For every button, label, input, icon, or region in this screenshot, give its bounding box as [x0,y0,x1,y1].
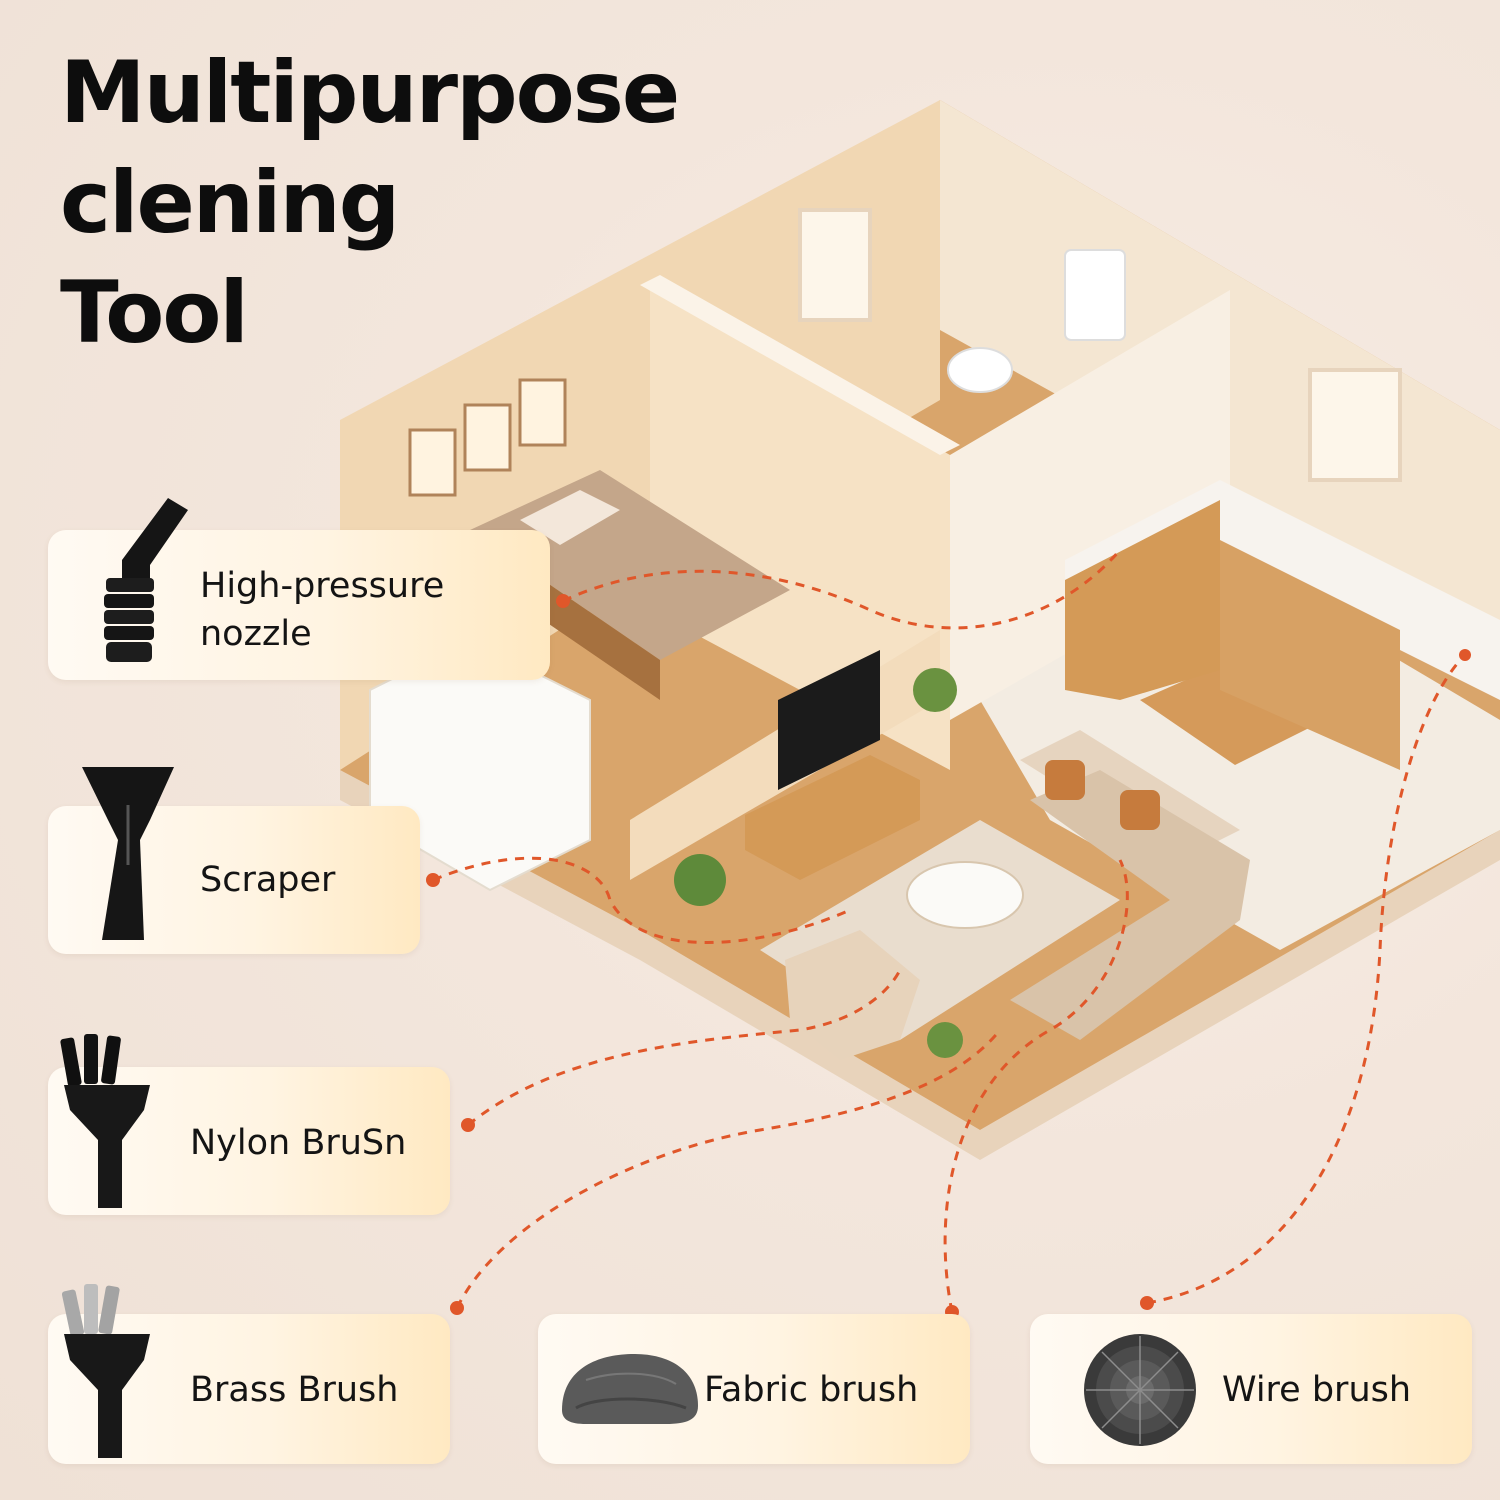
tool-label-nylon-brush: Nylon BruSn [190,1123,407,1163]
toilet-tank [1064,249,1126,341]
tool-label-nozzle: High-pressure nozzle [200,566,445,654]
fabric-brush-icon [562,1354,698,1424]
sofa-cushion-2 [1120,790,1160,830]
plant-2 [913,668,957,712]
wall-picture-2 [463,403,512,472]
wall-picture-3 [518,378,567,447]
toilet [947,347,1013,393]
plant-3 [927,1022,963,1058]
partition-wall-1 [650,285,950,770]
sofa-cushion-1 [1045,760,1085,800]
kitchen-window [1308,368,1402,482]
wall-picture-1 [408,428,457,497]
headline-line-3: Tool [60,263,249,363]
plant-1 [674,854,726,906]
wire-brush-icon [1084,1334,1196,1446]
tool-label-fabric-brush: Fabric brush [704,1370,919,1410]
partition-wall-top [640,275,960,455]
tv-stand [745,755,920,880]
kitchen-cabinets [1065,500,1220,700]
headline-line-1: Multipurpose [60,43,680,143]
tool-label-brass-brush: Brass Brush [190,1370,399,1410]
coffee-table [906,861,1024,929]
tool-label-scraper: Scraper [200,860,336,900]
headline: Multipurpose clening Tool [60,38,680,368]
bed-pillow [520,490,620,545]
headline-line-2: clening [60,153,400,253]
nylon-brush-icon [60,1034,150,1208]
scraper-icon [82,767,174,940]
brass-brush-icon [61,1284,150,1458]
nozzle-icon [104,498,188,662]
bathroom-window [798,208,872,322]
tool-label-wire-brush: Wire brush [1222,1370,1412,1410]
tv-screen [778,650,880,790]
